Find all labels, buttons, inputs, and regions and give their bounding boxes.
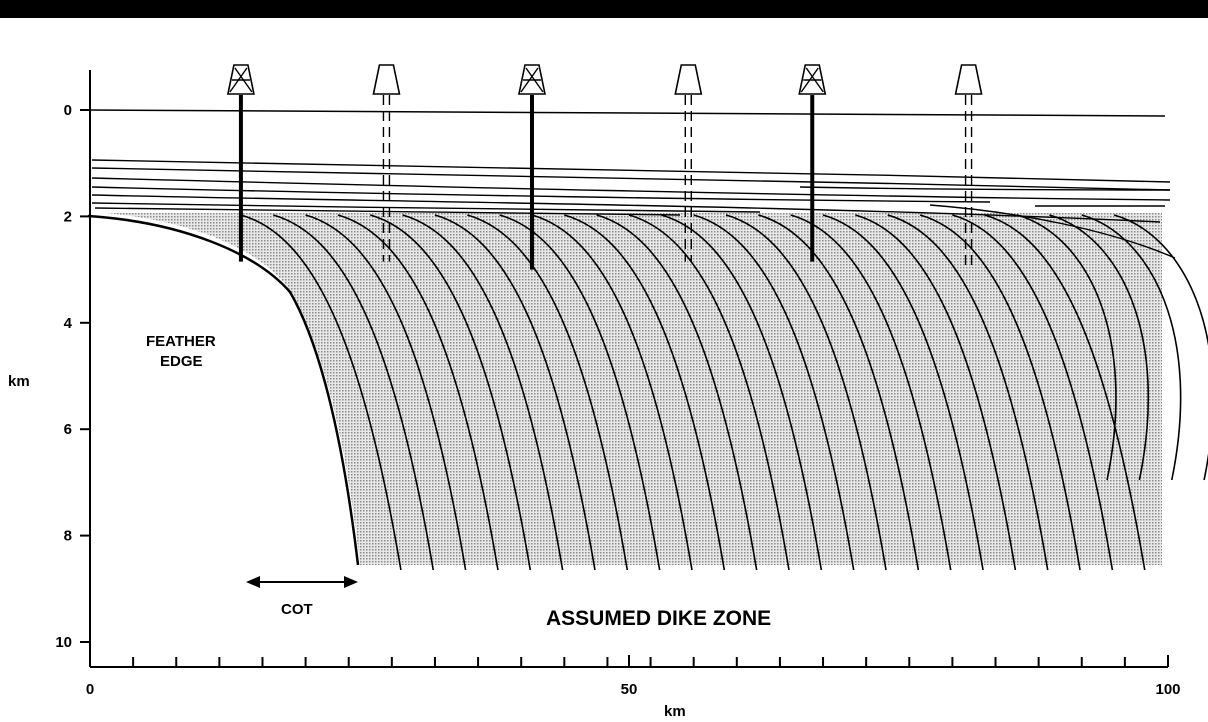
dike-line bbox=[434, 214, 596, 571]
feather-edge-boundary bbox=[87, 214, 360, 566]
y-tick-label: 10 bbox=[55, 634, 72, 651]
dike-line bbox=[305, 214, 467, 571]
dike-line bbox=[1081, 214, 1182, 481]
y-tick-label: 4 bbox=[64, 315, 73, 332]
dike-line bbox=[952, 214, 1114, 571]
dike-line bbox=[564, 214, 726, 571]
sediment-layer bbox=[91, 202, 761, 213]
y-axis-title: km bbox=[8, 373, 30, 390]
sediment-layers bbox=[91, 159, 1176, 259]
sediment-layer bbox=[91, 194, 1161, 223]
dike-line bbox=[693, 214, 855, 571]
y-tick-label: 8 bbox=[64, 528, 72, 545]
dike-line bbox=[822, 214, 984, 571]
dike-zone-shading bbox=[106, 213, 1162, 565]
dike-line bbox=[628, 214, 790, 571]
sediment-layer bbox=[91, 167, 1171, 191]
sediment-layer bbox=[929, 204, 1176, 259]
dike-line bbox=[402, 214, 564, 571]
proposed-derrick-icon bbox=[372, 64, 401, 95]
x-axis-title: km bbox=[664, 703, 686, 720]
dike-line bbox=[337, 214, 499, 571]
dike-line bbox=[273, 214, 435, 571]
dike-zone-label: ASSUMED DIKE ZONE bbox=[546, 607, 771, 630]
sediment-layer bbox=[91, 177, 1171, 201]
dike-line bbox=[725, 214, 887, 571]
x-tick-label: 100 bbox=[1155, 681, 1180, 698]
drilled-well bbox=[226, 64, 255, 262]
x-tick-label: 50 bbox=[621, 681, 638, 698]
x-axis-ticks: 0 50 100 bbox=[86, 655, 1181, 698]
drilled-well bbox=[798, 64, 827, 262]
sea-level-line bbox=[89, 109, 1166, 117]
dike-line bbox=[240, 214, 402, 571]
dike-line bbox=[790, 214, 952, 571]
feather-edge-label-line2: EDGE bbox=[160, 353, 203, 370]
dike-line bbox=[758, 214, 920, 571]
dike-line bbox=[596, 214, 758, 571]
dike-line bbox=[984, 214, 1146, 571]
dike-line bbox=[661, 214, 823, 571]
feather-edge-label-line1: FEATHER bbox=[146, 333, 216, 350]
sediment-layer bbox=[799, 186, 1171, 191]
dike-line bbox=[1113, 214, 1208, 481]
y-tick-label: 6 bbox=[64, 421, 72, 438]
proposed-well bbox=[372, 64, 401, 262]
dike-line bbox=[887, 214, 1049, 571]
dike-line bbox=[919, 214, 1081, 571]
sediment-layer bbox=[91, 186, 991, 203]
proposed-derrick-icon bbox=[954, 64, 983, 95]
proposed-derrick-icon bbox=[674, 64, 703, 95]
y-axis-ticks: 0 2 4 6 8 10 bbox=[55, 102, 90, 651]
cot-label: COT bbox=[281, 601, 313, 618]
dike-line bbox=[531, 214, 693, 571]
sediment-layer bbox=[91, 159, 1171, 183]
y-tick-label: 0 bbox=[64, 102, 72, 119]
top-border-bar bbox=[0, 0, 1208, 18]
sediment-layer bbox=[94, 207, 681, 216]
proposed-well bbox=[674, 64, 703, 262]
wells bbox=[226, 64, 983, 270]
y-tick-label: 2 bbox=[64, 208, 72, 225]
dike-line bbox=[370, 214, 532, 571]
dike-line bbox=[467, 214, 629, 571]
cot-arrow bbox=[246, 576, 358, 588]
dike-lines bbox=[240, 214, 1208, 571]
dike-line bbox=[1016, 214, 1117, 481]
dike-line bbox=[855, 214, 1017, 571]
x-tick-label: 0 bbox=[86, 681, 94, 698]
proposed-well bbox=[954, 64, 983, 270]
drilled-well bbox=[517, 64, 546, 270]
dike-line bbox=[499, 214, 661, 571]
